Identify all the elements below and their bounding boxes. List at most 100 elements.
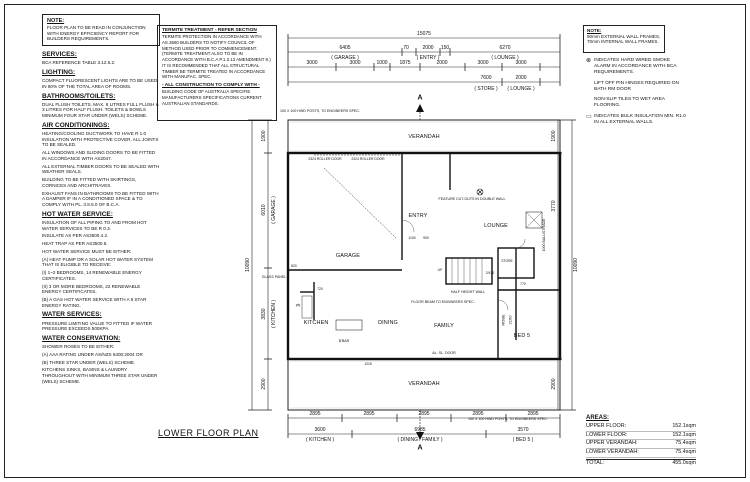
left-label-kitchen: ( KITCHEN ): [271, 299, 277, 329]
floor-plan: 15075 6405 70 2000 150 6270 ( GARAGE ) (…: [240, 20, 580, 460]
note-section-text: INSULATION OF ALL PIPING TO AND FROM HOT…: [42, 219, 147, 231]
left-dim-1900: 1900: [261, 130, 267, 142]
area-label: LOWER VERANDAH:: [586, 449, 639, 456]
posts-note-top: 100 x 100 HWD POSTS, TO ENGINEERS SPEC.: [280, 109, 360, 114]
note-section-text: (II) 3 OR MORE BEDROOMS, 22 RENEWABLE EN…: [42, 283, 141, 295]
top-dim2-e: 2000: [436, 60, 448, 66]
wall-frame-note-line-1: 90mm EXTERNAL WALL FRAMES,: [587, 33, 661, 39]
note-section-text: BUILDING TO BE FITTED WITH SKIRTINGS, CO…: [42, 177, 137, 188]
top-label-entry: ( ENTRY ): [416, 55, 440, 61]
top-dim-wall: 70: [403, 45, 409, 51]
note-section-text: HOT WATER SERVICE MUST BE EITHER:: [42, 248, 132, 254]
roller-door-label-2: 2324 ROLLER DOOR: [351, 157, 385, 161]
note-sections: SERVICES:BCA REFERENCE TABLE 3.12.5.2.LI…: [42, 51, 160, 385]
area-value: 152.1sqm: [672, 431, 696, 438]
area-total-value: 455.0sqm: [672, 460, 696, 466]
note-section-heading: WATER CONSERVATION:: [42, 335, 121, 343]
roller-door-label-1: 2324 ROLLER DOOR: [308, 157, 342, 161]
left-notes-column: NOTE: FLOOR PLAN TO BE READ IN CONJUNCTI…: [42, 14, 160, 474]
note-section-heading: LIGHTING:: [42, 68, 76, 76]
note-section-heading: WATER SERVICES:: [42, 311, 102, 319]
bottom-dim-kitchen: 3600: [314, 427, 326, 433]
legend-text: NON-SLIP TILES TO WET AREA FLOORING.: [594, 97, 665, 109]
left-label-garage: ( GARAGE ): [271, 196, 277, 224]
legend-item: NON-SLIP TILES TO WET AREA FLOORING.: [586, 97, 686, 109]
stair-up-label: UP: [437, 268, 443, 272]
legend-text: LIFT OFF PIN HINGES REQUIRED ON BATH RM …: [594, 80, 679, 92]
fridge-label: pfy: [295, 303, 301, 307]
top-dim-entry: 2000: [422, 45, 434, 51]
room-dining: DINING: [378, 320, 398, 326]
bottom-dim-dining: 6985: [414, 427, 426, 433]
right-dim-10090: 10090: [573, 258, 579, 272]
top-label-lounge-2: ( LOUNGE ): [507, 86, 535, 92]
note-section-text: ALL WINDOWS AND SLIDING DOORS TO BE FITT…: [42, 150, 156, 161]
door-2470-label: 2/470: [485, 271, 495, 275]
bottom-label-kitchen: ( KITCHEN ): [305, 437, 335, 443]
top-label-garage: ( GARAGE ): [331, 55, 359, 61]
room-family: FAMILY: [434, 323, 454, 329]
top-label-store: ( STORE ): [474, 86, 498, 92]
bottom-label-dining: ( DINING / FAMILY ): [397, 437, 443, 443]
bottom-label-bed5: ( BED 5 ): [512, 437, 534, 443]
section-a-top: A: [417, 94, 423, 102]
robe-dim: 2160: [507, 315, 513, 325]
room-bed5: BED 5: [513, 333, 531, 339]
room-garage: GARAGE: [335, 253, 361, 259]
room-verandah-bottom: VERANDAH: [408, 381, 440, 387]
door-770-label: 770: [520, 282, 526, 286]
areas-heading: AREAS:: [586, 415, 610, 421]
construction-text: BUILDING CODE OF AUSTRALIA SPECIFIE MANU…: [162, 89, 262, 106]
note-section-text: SHOWER ROSES TO BE EITHER:: [42, 344, 115, 350]
note-section-text: (A) AAA RATING UNDER AS/NZS 6400:2004 OR: [42, 351, 143, 357]
area-total-label: TOTAL:: [586, 460, 605, 466]
door-720-label: 720: [317, 287, 323, 291]
area-row: UPPER VERANDAH: 75.4sqm: [586, 440, 696, 450]
room-lounge: LOUNGE: [484, 223, 508, 229]
left-dim-10090: 10090: [245, 258, 251, 272]
bottom-dim-3: 2895: [418, 411, 430, 417]
right-dim-2900: 2900: [551, 378, 557, 390]
note-section-text: EXHAUST FANS IN BATHROOMS TO BE FITTED W…: [42, 190, 159, 208]
note-section-text: (B) THREE STAR UNDER (WELS) SCHEME.: [42, 359, 136, 365]
wall-frame-note-line-2: 70mm INTERNAL WALL FRAMES.: [587, 39, 659, 45]
bottom-dim-2: 2895: [363, 411, 375, 417]
note-section-heading: BATHROOMS/TOILETS:: [42, 92, 116, 100]
area-label: UPPER VERANDAH:: [586, 440, 638, 447]
note-section-text: (A) HEAT PUMP OR A SOLAR HOT WATER SYSTE…: [42, 256, 153, 268]
section-a-bottom: A: [417, 444, 423, 452]
legend-text: INDICATES HARD WIRED SMOKE ALARM IN ACCO…: [594, 58, 677, 76]
room-robe: ROBE: [500, 314, 506, 326]
note-section-text: KITCHENS SINKS, BASINS & LAUNDRY THROUGH…: [42, 367, 158, 384]
note-section-heading: HOT WATER SERVICE:: [42, 210, 113, 218]
right-dim-3770: 3770: [551, 200, 557, 212]
note-text: FLOOR PLAN TO BE READ IN CONJUNCTION WIT…: [47, 24, 146, 42]
note-section-text: PRESSURE LIMITING VALUE TO FITTED IF WAT…: [42, 320, 153, 332]
note-section-text: (B) A GAS HOT WATER SERVICE WITH A 5 STA…: [42, 297, 147, 308]
note-section-text: HEAT TRAP AS PER AS3500.5.: [42, 241, 108, 247]
glass-panel-note: GLASS PANEL: [261, 275, 287, 280]
bottom-dim-bed5: 3570: [517, 427, 529, 433]
drawing-border: [4, 4, 746, 478]
room-kitchen: KITCHEN: [303, 320, 329, 326]
feature-cutouts-note: FEATURE CUT-OUTS IN DOUBLE WALL: [438, 197, 506, 202]
termite-note-box: TERMITE TREATMENT - REFER SECTION TERMIT…: [157, 25, 277, 121]
top-dim2-g: 3000: [515, 60, 527, 66]
note-heading: NOTE:: [47, 18, 65, 24]
room-entry: ENTRY: [408, 213, 428, 219]
area-value: 75.4sqm: [675, 440, 696, 447]
area-row: LOWER FLOOR:152.1sqm: [586, 432, 696, 441]
area-value: 75.4sqm: [675, 449, 696, 456]
overall-width-dim: 15075: [417, 31, 431, 37]
bottom-dim-5: 2895: [527, 411, 539, 417]
note-section-text: BCA REFERENCE TABLE 3.12.5.2.: [42, 60, 116, 66]
construction-heading: - ALL CONSTRUCTION TO COMPLY WITH -: [162, 82, 260, 88]
top-dim3-2000: 2000: [515, 75, 527, 81]
entry-post-dim: 1100: [408, 236, 416, 240]
legend-item: LIFT OFF PIN HINGES REQUIRED ON BATH RM …: [586, 81, 686, 93]
bottom-dim-1: 2895: [309, 411, 321, 417]
area-label: UPPER FLOOR:: [586, 422, 627, 429]
top-dim-lounge: 6270: [499, 45, 511, 51]
areas-schedule: AREAS: UPPER FLOOR: 152.1sqm LOWER FLOOR:…: [586, 414, 696, 468]
top-dim3-7600: 7600: [480, 75, 492, 81]
